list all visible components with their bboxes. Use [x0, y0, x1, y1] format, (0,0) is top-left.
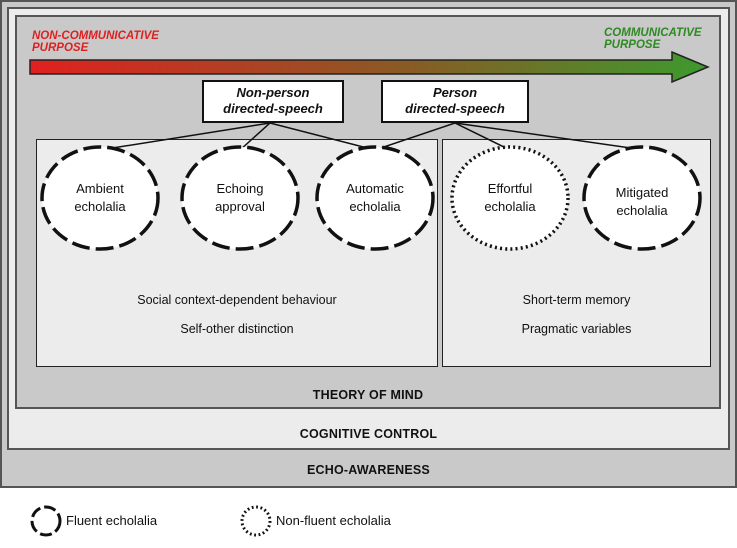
- cognitive-control-label: COGNITIVE CONTROL: [299, 427, 438, 441]
- purpose-arrow: [29, 50, 710, 84]
- non-communicative-label: NON-COMMUNICATIVE PURPOSE: [32, 30, 159, 54]
- node-label: Echoing: [217, 181, 264, 196]
- connector-lines: [99, 122, 646, 151]
- speech-box-line2: directed-speech: [405, 101, 505, 116]
- speech-box-line2: directed-speech: [223, 101, 323, 116]
- communicative-label: COMMUNICATIVE PURPOSE: [604, 27, 702, 51]
- person-speech-box: Person directed-speech: [381, 80, 529, 123]
- communicative-line1: COMMUNICATIVE: [604, 27, 702, 39]
- pragmatic-variables-text: Pragmatic variables: [521, 322, 632, 336]
- communicative-line2: PURPOSE: [604, 39, 661, 51]
- node-label: echolalia: [484, 199, 536, 214]
- non-communicative-line2: PURPOSE: [32, 42, 89, 54]
- node-label: Mitigated: [616, 185, 669, 200]
- node-label: Automatic: [346, 181, 404, 196]
- node-echoing-approval: [180, 145, 300, 251]
- connector-person-automatic: [374, 122, 456, 151]
- node-label: echolalia: [74, 199, 126, 214]
- node-ambient-echolalia: [40, 145, 160, 251]
- echo-awareness-label: ECHO-AWARENESS: [307, 463, 430, 477]
- non-communicative-line1: NON-COMMUNICATIVE: [32, 30, 159, 42]
- self-other-text: Self-other distinction: [180, 322, 294, 336]
- speech-box-line1: Non-person: [236, 85, 310, 100]
- node-mitigated-echolalia: [582, 145, 702, 251]
- connector-person-mitigated: [454, 122, 646, 151]
- node-label: echolalia: [616, 203, 668, 218]
- connector-nonperson-ambient: [99, 122, 271, 151]
- short-term-memory-text: Short-term memory: [522, 293, 631, 307]
- connector-nonperson-automatic: [269, 122, 376, 151]
- node-label: Ambient: [76, 181, 124, 196]
- legend-fluent-symbol: [30, 505, 62, 537]
- non-person-speech-box: Non-person directed-speech: [202, 80, 344, 123]
- connector-nonperson-echoing: [239, 122, 271, 151]
- node-label: approval: [215, 199, 265, 214]
- node-label: Effortful: [488, 181, 533, 196]
- node-effortful-echolalia: [450, 145, 570, 251]
- speech-box-line1: Person: [432, 85, 478, 100]
- connector-person-effortful: [454, 122, 511, 151]
- node-automatic-echolalia: [315, 145, 435, 251]
- legend-non-fluent-symbol: [240, 505, 272, 537]
- node-label: echolalia: [349, 199, 401, 214]
- legend-non-fluent-label: Non-fluent echolalia: [276, 513, 391, 528]
- legend-fluent-label: Fluent echolalia: [66, 513, 158, 528]
- social-context-text: Social context-dependent behaviour: [137, 293, 337, 307]
- theory-of-mind-label: THEORY OF MIND: [312, 388, 424, 402]
